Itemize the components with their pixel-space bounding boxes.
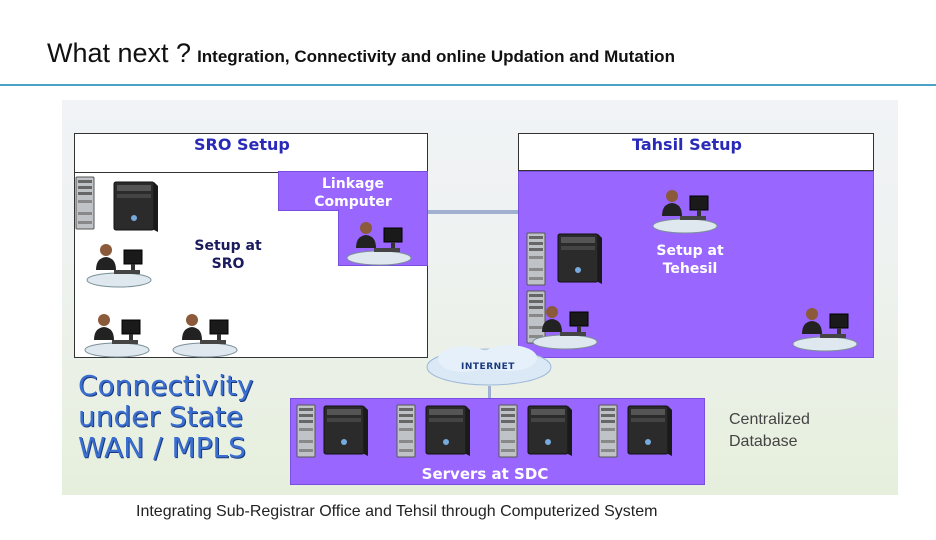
- user-workstation-icon: [650, 182, 720, 234]
- title-rule: [0, 84, 936, 86]
- connectivity-line1: Connectivity: [78, 369, 254, 402]
- connectivity-line2: under State: [78, 400, 244, 433]
- linkage-computer-box: [278, 171, 428, 211]
- server-tower-icon: [526, 232, 546, 286]
- user-workstation-icon: [170, 306, 240, 358]
- server-icon: [526, 404, 572, 456]
- setup-at-tehsil-label: Setup at Tehesil: [640, 242, 740, 278]
- tehsil-label-line2: Tehesil: [662, 261, 718, 277]
- server-tower-icon: [75, 176, 95, 230]
- sro-label-line2: SRO: [211, 256, 245, 272]
- sro-label-line1: Setup at: [194, 238, 262, 254]
- slide-title: What next ? Integration, Connectivity and…: [47, 38, 675, 69]
- user-workstation-icon: [84, 236, 154, 288]
- centralized-database-label: Centralized Database: [729, 409, 810, 453]
- server-tower-icon: [598, 404, 618, 458]
- linkage-label-line1: Linkage: [322, 176, 384, 192]
- tahsil-setup-header: Tahsil Setup: [632, 135, 742, 154]
- server-icon: [322, 404, 368, 456]
- slide-caption: Integrating Sub-Registrar Office and Teh…: [136, 503, 658, 520]
- sro-setup-header: SRO Setup: [194, 135, 290, 154]
- server-icon: [626, 404, 672, 456]
- slide-title-main: What next ?: [47, 38, 192, 68]
- slide-title-sub: Integration, Connectivity and online Upd…: [197, 47, 675, 66]
- linkage-label-line2: Computer: [314, 194, 392, 210]
- internet-cloud-icon: [426, 345, 552, 386]
- connectivity-line3: WAN / MPLS: [78, 431, 246, 464]
- server-tower-icon: [296, 404, 316, 458]
- tahsil-setup-header-box: [518, 133, 874, 171]
- sro-header-divider: [74, 172, 428, 173]
- server-tower-icon: [498, 404, 518, 458]
- linkage-computer-label: Linkage Computer: [290, 175, 416, 211]
- user-workstation-icon: [344, 214, 414, 266]
- computer-icon: [556, 232, 602, 284]
- connectivity-label: Connectivity under State WAN / MPLS: [78, 370, 253, 463]
- servers-sdc-label: Servers at SDC: [421, 465, 549, 483]
- setup-at-sro-label: Setup at SRO: [178, 237, 278, 273]
- linkage-connection-line: [428, 210, 518, 214]
- internet-label: INTERNET: [461, 362, 515, 372]
- database-line1: Centralized: [729, 411, 810, 428]
- database-line2: Database: [729, 433, 798, 450]
- computer-icon: [112, 180, 158, 232]
- user-workstation-icon: [790, 300, 860, 352]
- tehsil-label-line1: Setup at: [656, 243, 724, 259]
- user-workstation-icon: [82, 306, 152, 358]
- server-icon: [424, 404, 470, 456]
- internet-connection-line: [488, 386, 491, 400]
- server-tower-icon: [396, 404, 416, 458]
